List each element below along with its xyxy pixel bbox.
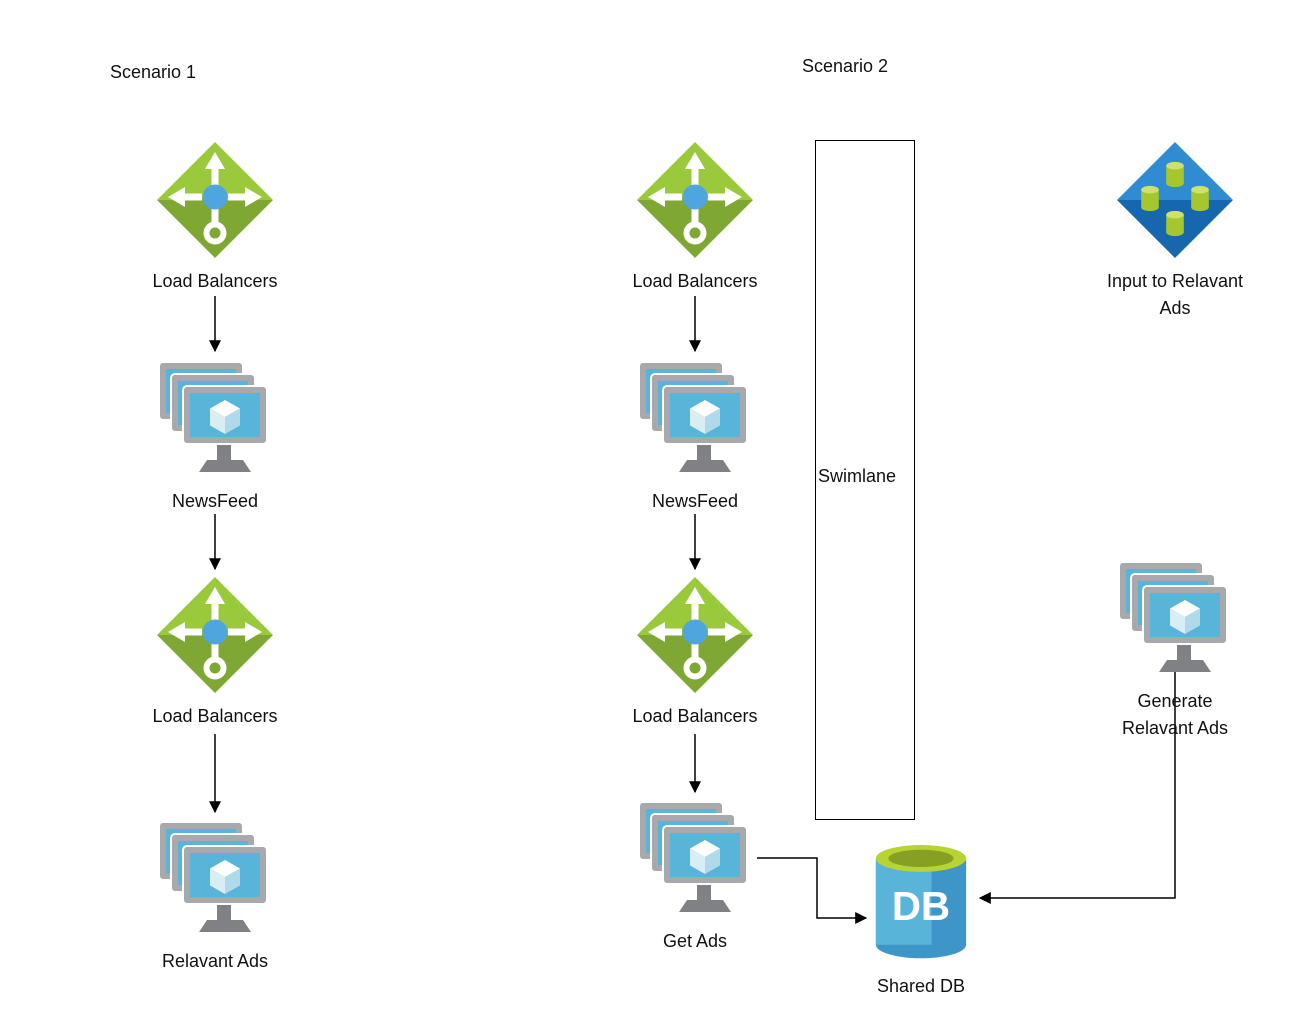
s2-node-load-balancers-1: Load Balancers [600, 140, 790, 295]
node-label: Get Ads [662, 931, 728, 951]
node-generate-relavant-ads: Generate Relavant Ads [1080, 560, 1270, 742]
node-input-to-relavant-ads: Input to Relavant Ads [1080, 140, 1270, 322]
node-label: NewsFeed [651, 491, 739, 511]
node-label: Relavant Ads [161, 951, 269, 971]
input-data-icon [1115, 140, 1235, 260]
s2-node-load-balancers-2: Load Balancers [600, 575, 790, 730]
scenario2-title: Scenario 2 [802, 56, 889, 76]
virtual-machines-icon [155, 820, 275, 940]
virtual-machines-icon [635, 360, 755, 480]
load-balancer-icon [155, 140, 275, 260]
load-balancer-icon [635, 575, 755, 695]
load-balancer-icon [635, 140, 755, 260]
node-label: Load Balancers [632, 271, 758, 291]
node-shared-db: DB Shared DB [846, 843, 996, 1000]
swimlane-container: Swimlane [815, 140, 915, 820]
s2-node-newsfeed: NewsFeed [600, 360, 790, 515]
swimlane-label: Swimlane [818, 466, 897, 486]
s1-node-load-balancers-1: Load Balancers [120, 140, 310, 295]
scenario1-title: Scenario 1 [110, 62, 197, 82]
virtual-machines-icon [635, 800, 755, 920]
virtual-machines-icon [155, 360, 275, 480]
node-label: Shared DB [876, 976, 966, 996]
s1-node-relavant-ads: Relavant Ads [120, 820, 310, 975]
s2-node-get-ads: Get Ads [600, 800, 790, 955]
db-icon-text: DB [892, 883, 950, 929]
load-balancer-icon [155, 575, 275, 695]
node-label: Load Balancers [152, 271, 278, 291]
node-label: Generate Relavant Ads [1121, 691, 1229, 738]
node-label: Load Balancers [152, 706, 278, 726]
node-label: Input to Relavant Ads [1106, 271, 1244, 318]
s1-node-load-balancers-2: Load Balancers [120, 575, 310, 730]
virtual-machines-icon [1115, 560, 1235, 680]
s1-node-newsfeed: NewsFeed [120, 360, 310, 515]
node-label: Load Balancers [632, 706, 758, 726]
node-label: NewsFeed [171, 491, 259, 511]
database-icon: DB [875, 844, 967, 959]
